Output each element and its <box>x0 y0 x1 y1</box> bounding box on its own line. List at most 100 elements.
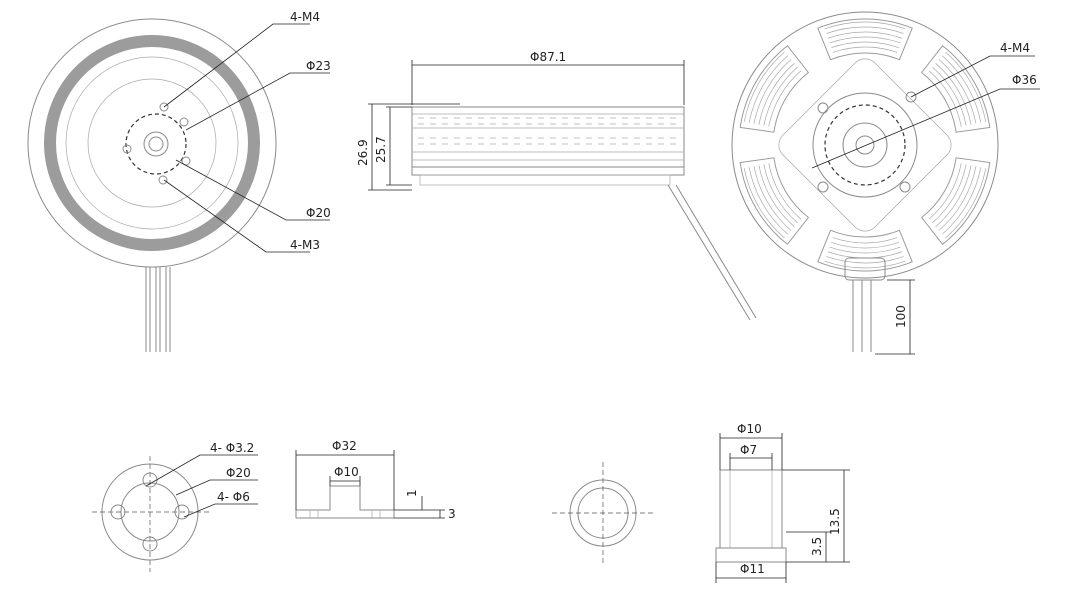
rear-vent-slot <box>920 45 991 133</box>
rear-hub-inner <box>842 122 888 168</box>
adapter-hole <box>110 504 126 520</box>
front-bolt-hole <box>122 144 132 154</box>
side-fin-group <box>418 117 676 145</box>
rear-bolt-hole <box>899 181 911 193</box>
front-hub-ring <box>87 78 217 208</box>
side-label-d87: Φ87.1 <box>530 50 566 64</box>
rear-bolt-hole <box>817 102 829 114</box>
bushing-label-d11: Φ11 <box>740 562 765 576</box>
rear-vent-rib <box>826 256 904 264</box>
rear-vent-rib <box>945 51 987 122</box>
front-label-4m3: 4-M3 <box>290 238 320 252</box>
adapter-label-4d32: 4- Φ3.2 <box>210 441 254 455</box>
rear-vent-slot <box>920 157 991 245</box>
rear-vent-rib <box>928 163 962 220</box>
front-shaded-ring <box>44 35 260 251</box>
front-leader-4m3 <box>163 179 310 253</box>
adapter-top-view: 4- Φ3.2 Φ20 4- Φ6 <box>92 441 258 572</box>
rear-bolt-hole <box>905 91 917 103</box>
rear-vent-rib <box>753 166 792 231</box>
side-stator <box>419 174 671 186</box>
rear-vent-rib <box>824 21 906 30</box>
rear-vent-rib <box>831 41 899 49</box>
rear-vent-rib <box>832 46 898 53</box>
front-shaft-outer <box>143 131 169 157</box>
rear-vent-rib <box>938 166 977 231</box>
adapter-profile <box>295 485 395 519</box>
front-label-d20: Φ20 <box>306 206 331 220</box>
front-outer-rim <box>27 18 277 268</box>
rear-vent-rib <box>832 237 898 244</box>
rear-label-4m4: 4-M4 <box>1000 41 1030 55</box>
rear-vent-rib <box>932 66 967 126</box>
rear-vent-rib <box>758 165 795 227</box>
bushing-body <box>719 469 783 549</box>
adapter-side-label-3: 3 <box>448 507 456 521</box>
adapter-hole <box>142 536 158 552</box>
rear-mount-plate <box>778 58 952 232</box>
rear-vent-rib <box>831 241 899 249</box>
rear-vent-slot <box>739 45 810 133</box>
rear-vent-rib <box>932 164 967 224</box>
bushing-label-d10: Φ10 <box>737 422 762 436</box>
front-bolt-hole <box>158 175 168 185</box>
rear-vent-slot <box>817 229 913 272</box>
adapter-side-label-d32: Φ32 <box>332 439 357 453</box>
rear-vent-rib <box>768 70 802 127</box>
rear-vent-rib <box>743 51 785 122</box>
bushing-label-35: 3.5 <box>810 537 824 556</box>
rear-vent-rib <box>768 163 802 220</box>
bushing-top-view <box>552 462 655 566</box>
front-label-d23: Φ23 <box>306 59 331 73</box>
rear-bolt-hole <box>817 181 829 193</box>
rear-vent-rib <box>748 167 789 235</box>
rear-vent-rib <box>763 164 798 224</box>
rear-vent-rib <box>935 63 972 125</box>
adapter-hole <box>174 504 190 520</box>
front-bolt-hole <box>179 117 189 127</box>
adapter-label-d20: Φ20 <box>226 466 251 480</box>
rear-outer-rim <box>731 11 999 279</box>
rear-vent-rib <box>941 55 982 123</box>
front-view: 4-M4 Φ23 Φ20 4-M3 <box>27 10 331 352</box>
front-shaft-inner <box>148 136 164 152</box>
front-leader-4m4 <box>163 23 310 108</box>
side-view: Φ87.1 26.9 25.7 <box>356 50 757 321</box>
rear-leader-d36 <box>811 88 1040 169</box>
rear-vent-rib <box>743 168 785 239</box>
front-pcd-circle <box>125 113 187 175</box>
rear-shaft <box>855 135 875 155</box>
front-leader-d20 <box>175 159 330 221</box>
rear-vent-slot <box>817 18 913 61</box>
front-label-4m4: 4-M4 <box>290 10 320 24</box>
front-bolt-hole <box>159 102 169 112</box>
rear-label-100: 100 <box>894 305 908 328</box>
rear-vent-rib <box>829 246 901 254</box>
bushing-side-view: Φ10 Φ7 13.5 3.5 Φ11 <box>715 422 850 583</box>
rear-label-d36: Φ36 <box>1012 73 1037 87</box>
bushing-label-d7: Φ7 <box>740 443 757 457</box>
bushing-flange <box>715 547 787 563</box>
rear-vent-rib <box>928 70 962 127</box>
front-inner-ring <box>65 56 239 230</box>
rear-vent-rib <box>938 59 977 124</box>
rear-vent-rib <box>748 55 789 123</box>
bushing-label-135: 13.5 <box>828 508 842 535</box>
side-label-h257: 25.7 <box>374 136 388 163</box>
adapter-side-label-1: 1 <box>405 489 419 497</box>
rear-vent-rib <box>941 167 982 235</box>
side-cable <box>667 184 751 321</box>
rear-leader-4m4 <box>910 55 1035 98</box>
side-cable <box>675 184 757 319</box>
adapter-leader-d20 <box>175 479 258 496</box>
adapter-label-4d6: 4- Φ6 <box>217 490 250 504</box>
rear-vent-slot <box>739 157 810 245</box>
rear-vent-rib <box>827 31 903 39</box>
rear-vent-rib <box>829 36 901 44</box>
adapter-side-label-d10: Φ10 <box>334 465 359 479</box>
rear-vent-rib <box>824 260 906 269</box>
adapter-side-view: Φ32 Φ10 1 3 <box>295 439 456 521</box>
rear-hub-outer <box>812 92 918 198</box>
rear-vent-rib <box>935 165 972 227</box>
